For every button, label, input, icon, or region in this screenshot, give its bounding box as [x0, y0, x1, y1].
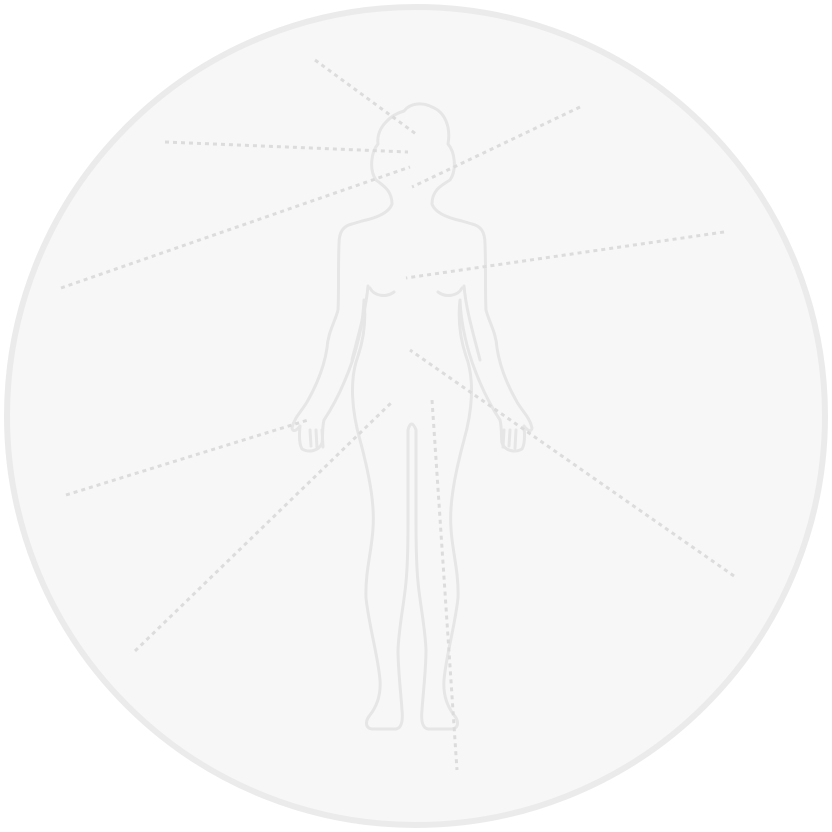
leader-line-leg-down: [430, 399, 459, 771]
leader-line-head-left: [164, 140, 409, 154]
female-body-outline-icon: [290, 102, 534, 731]
leader-line-hip-left: [133, 400, 394, 653]
left-arm-inner-line: [350, 284, 370, 362]
left-breast-line: [368, 286, 396, 297]
right-arm-inner-line: [462, 284, 482, 362]
leader-line-head-top: [314, 58, 417, 136]
leader-line-face-left: [60, 165, 411, 290]
right-fingers-line: [501, 428, 518, 450]
leader-lines: [60, 58, 735, 771]
leader-line-hand-left: [65, 418, 309, 497]
leader-line-face-right: [411, 105, 581, 189]
body-silhouette: [290, 102, 534, 731]
leader-line-chest-right: [405, 230, 725, 280]
left-fingers-line: [308, 428, 325, 450]
leader-line-waist-right: [409, 348, 735, 578]
right-breast-line: [436, 286, 464, 297]
